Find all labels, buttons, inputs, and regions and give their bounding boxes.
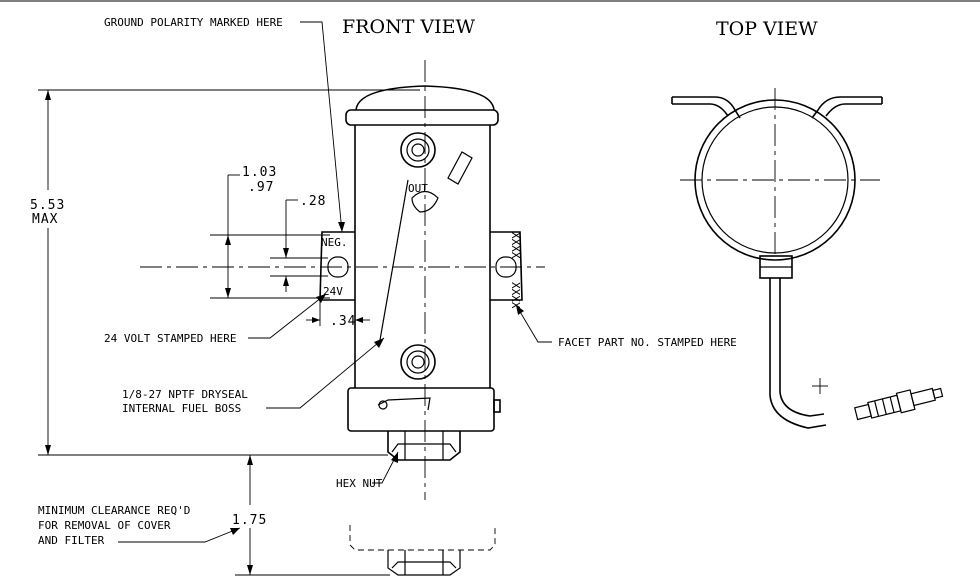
width-upper-dimension: 1.03 xyxy=(242,165,277,180)
part-marks: XXXX xyxy=(509,232,522,259)
height-dimension: 5.53 xyxy=(30,198,65,213)
volt-stamped-note: 24 VOLT STAMPED HERE xyxy=(104,332,236,345)
front-view: OUT NEG. 24V XXXX XXXX xyxy=(140,60,545,576)
facet-part-note: FACET PART NO. STAMPED HERE xyxy=(558,336,737,349)
clearance-note-line1: MINIMUM CLEARANCE REQ'D xyxy=(38,504,190,517)
dryseal-note-line1: 1/8-27 NPTF DRYSEAL xyxy=(122,388,248,401)
voltage-marking: 24V xyxy=(323,285,343,298)
top-view-title: TOP VIEW xyxy=(716,18,818,40)
top-view xyxy=(671,88,944,429)
dryseal-note-line2: INTERNAL FUEL BOSS xyxy=(122,402,241,415)
hex-nut-note: HEX NUT xyxy=(336,477,383,490)
boss-dimension: .34 xyxy=(330,314,356,329)
clearance-dimension: 1.75 xyxy=(232,513,267,528)
callouts: GROUND POLARITY MARKED HERE 24 VOLT STAM… xyxy=(38,16,737,547)
clearance-note-line3: AND FILTER xyxy=(38,534,105,547)
ground-polarity-note: GROUND POLARITY MARKED HERE xyxy=(104,16,283,29)
height-qualifier: MAX xyxy=(32,212,58,227)
neg-marking: NEG. xyxy=(321,236,348,249)
dimension-lines: 5.53 MAX 1.03 .97 .28 .34 1.75 xyxy=(30,89,420,576)
part-marks-lower: XXXX xyxy=(509,282,522,309)
front-view-title: FRONT VIEW xyxy=(342,16,475,38)
width-lower-dimension: .97 xyxy=(248,180,274,195)
offset-dimension: .28 xyxy=(300,194,326,209)
clearance-note-line2: FOR REMOVAL OF COVER xyxy=(38,519,171,532)
